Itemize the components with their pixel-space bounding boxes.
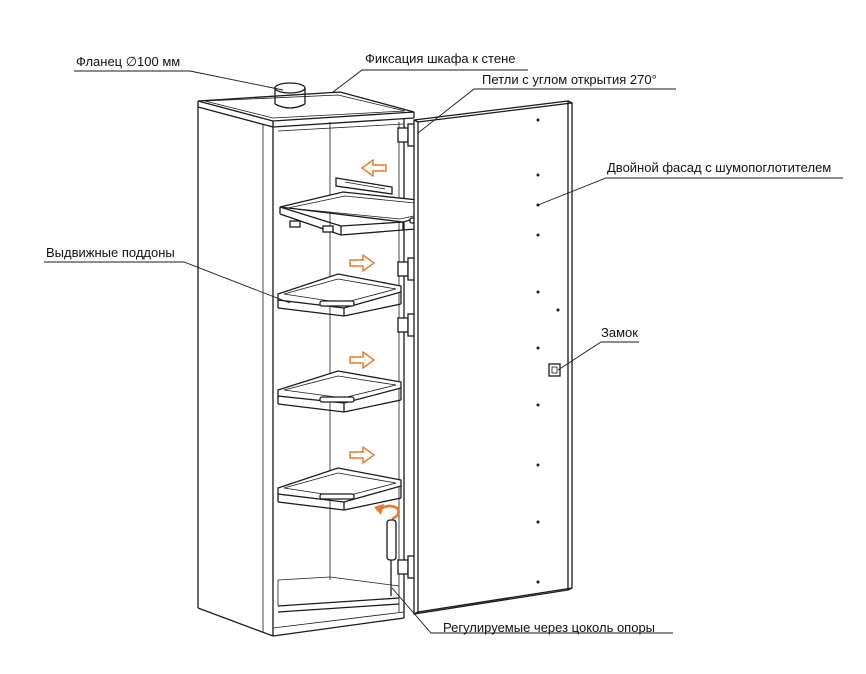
lock-icon xyxy=(548,363,561,377)
flange-label: Фланец ∅100 мм xyxy=(76,54,180,69)
wall-fixing-label: Фиксация шкафа к стене xyxy=(365,51,515,66)
tray-4 xyxy=(277,467,402,511)
foot-adjuster xyxy=(386,519,397,596)
tray-3 xyxy=(277,370,402,413)
feet-label: Регулируемые через цоколь опоры xyxy=(443,620,655,635)
double-facade-label: Двойной фасад с шумопоглотителем xyxy=(607,160,831,175)
tray-2 xyxy=(277,273,402,317)
hinges-label: Петли с углом открытия 270° xyxy=(482,72,657,87)
callout-labels: Фланец ∅100 мм Фиксация шкафа к стене Пе… xyxy=(46,51,831,635)
flange-pipe xyxy=(274,82,306,109)
trays-label: Выдвижные поддоны xyxy=(46,245,175,260)
leader-lines xyxy=(44,69,843,634)
cabinet-body xyxy=(197,91,415,637)
lock-label: Замок xyxy=(601,325,638,340)
cabinet-door xyxy=(413,100,573,615)
